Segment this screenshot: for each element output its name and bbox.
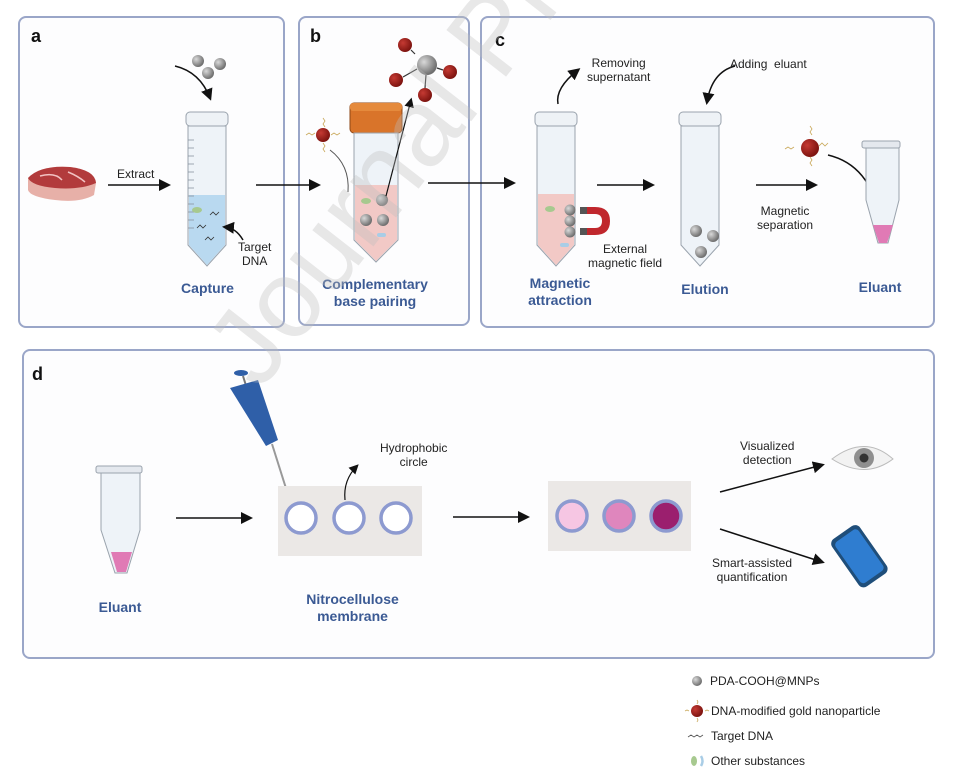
membrane-line2: membrane <box>317 608 388 624</box>
complementary-line2: base pairing <box>333 293 417 309</box>
falcon-tube-capture <box>185 111 229 267</box>
membrane-title: Nitrocellulose membrane <box>290 591 415 625</box>
gold-nanoparticle-icon <box>305 117 341 153</box>
elution-title: Elution <box>681 281 729 297</box>
removing-supernatant-label: Removing supernatant <box>587 56 650 84</box>
target-label-line1: Target <box>238 240 272 254</box>
external-field-label: External magnetic field <box>588 242 662 270</box>
arrow-removing <box>556 68 581 105</box>
legend-other-substances-icon <box>691 755 704 767</box>
eppendorf-tube-c <box>861 140 901 244</box>
legend-item-other: Other substances <box>711 754 806 768</box>
hydrophobic-circle-3 <box>379 501 413 535</box>
visual-line1: Visualized <box>740 439 795 453</box>
target-label-line2: DNA <box>242 254 268 268</box>
panel-label-b: b <box>310 26 321 46</box>
magnetic-attraction-title: Magnetic attraction <box>515 275 605 309</box>
membrane-line1: Nitrocellulose <box>306 591 399 607</box>
falcon-tube-elution <box>678 111 722 267</box>
result-spot-2 <box>602 499 636 533</box>
falcon-tube-magnetic <box>534 111 578 267</box>
step1-line2: attraction <box>528 292 592 308</box>
magnet-icon <box>580 207 610 235</box>
arrow-to-complex <box>385 97 414 197</box>
smartphone-icon <box>831 525 888 588</box>
hydrophobic-circle-1 <box>284 501 318 535</box>
result-spot-3 <box>649 499 683 533</box>
mnp-cluster-icon <box>192 55 226 79</box>
removing-line2: supernatant <box>587 70 651 84</box>
step1-line1: Magnetic <box>529 275 591 291</box>
adding-eluant-label: Adding eluant <box>730 57 807 71</box>
steak-icon <box>28 166 96 201</box>
panel-label-a: a <box>31 26 42 46</box>
visualized-detection-label: Visualized detection <box>740 439 794 467</box>
magnetic-separation-label: Magnetic separation <box>757 204 813 232</box>
complementary-line1: Complementary <box>322 276 428 292</box>
smart-line1: Smart-assisted <box>712 556 793 570</box>
gold-nanoparticle-with-dna-icon <box>784 125 829 167</box>
removing-line1: Removing <box>591 56 646 70</box>
complex-icon <box>389 38 457 102</box>
legend-mnp-icon <box>692 676 702 686</box>
extract-label: Extract <box>117 167 155 181</box>
hydrophobic-circle-2 <box>332 501 366 535</box>
eppendorf-tube-d <box>95 465 143 574</box>
arrow-visual <box>719 461 825 493</box>
eluant-title-c: Eluant <box>858 279 902 295</box>
smart-line2: quantification <box>716 570 788 584</box>
hydrophobic-circle-label: Hydrophobic circle <box>380 441 447 469</box>
legend-item-gold-np: DNA-modified gold nanoparticle <box>711 704 881 718</box>
legend-item-mnp: PDA-COOH@MNPs <box>710 674 820 688</box>
hydrophobic-line2: circle <box>399 455 428 469</box>
arrow-smart <box>719 528 825 565</box>
eye-icon <box>831 446 894 470</box>
panel-label-c: c <box>495 30 506 50</box>
legend-target-dna-icon <box>687 734 704 738</box>
capture-title: Capture <box>181 280 234 296</box>
complementary-title: Complementary base pairing <box>305 276 445 310</box>
result-spot-1 <box>555 499 589 533</box>
magsep-line2: separation <box>757 218 814 232</box>
arrow-hydrophobic <box>344 464 359 501</box>
legend-item-target-dna: Target DNA <box>711 729 774 743</box>
magsep-line1: Magnetic <box>760 204 810 218</box>
arrow-add-mnp <box>174 65 213 101</box>
arrow-adding-eluant <box>702 65 736 105</box>
falcon-tube-capped <box>349 102 403 263</box>
arrow-np-into-tube <box>329 149 349 193</box>
target-dna-label: Target DNA <box>238 240 271 268</box>
eluant-title-d: Eluant <box>98 599 142 615</box>
panel-label-d: d <box>32 364 43 384</box>
smart-quantification-label: Smart-assisted quantification <box>712 556 792 584</box>
arrow-target-dna <box>222 221 244 241</box>
legend-gold-np-icon <box>684 699 710 723</box>
panel-d <box>22 349 935 659</box>
visual-line2: detection <box>742 453 792 467</box>
external-line1: External <box>603 242 648 256</box>
hydrophobic-line1: Hydrophobic <box>380 441 448 455</box>
external-line2: magnetic field <box>588 256 663 270</box>
